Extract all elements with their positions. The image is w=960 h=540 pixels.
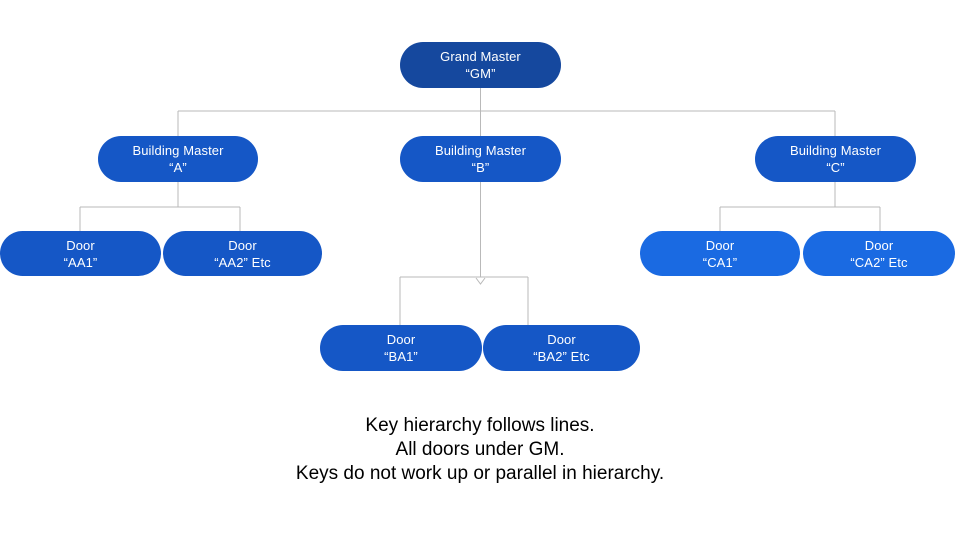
- node-label: Door: [386, 332, 416, 347]
- node-label: Door: [547, 332, 576, 347]
- caption-text: Key hierarchy follows lines. All doors u…: [0, 414, 960, 486]
- node-sublabel: “C”: [826, 160, 845, 175]
- caption-line-3: Keys do not work up or parallel in hiera…: [295, 463, 665, 484]
- node-label: Door: [66, 237, 95, 253]
- node-sublabel: “AA1”: [63, 254, 98, 270]
- node-label: Door: [705, 237, 735, 253]
- node-door-aa2: Door “AA2” Etc: [163, 231, 322, 276]
- node-sublabel: “B”: [471, 160, 490, 175]
- node-label: Door: [228, 237, 257, 253]
- node-sublabel: “BA1”: [384, 349, 418, 364]
- node-building-master-c: Building Master “C”: [755, 136, 916, 182]
- node-door-ca1: Door “CA1”: [640, 231, 800, 276]
- node-sublabel: “CA1”: [702, 254, 738, 270]
- node-label: Grand Master: [440, 49, 521, 64]
- node-label: Building Master: [132, 143, 224, 158]
- node-door-ba2: Door “BA2” Etc: [483, 325, 640, 371]
- node-sublabel: “A”: [169, 160, 187, 175]
- node-sublabel: “CA2” Etc: [850, 254, 908, 270]
- node-sublabel: “BA2” Etc: [533, 349, 590, 364]
- node-grand-master: Grand Master “GM”: [400, 42, 561, 88]
- node-door-ca2: Door “CA2” Etc: [803, 231, 955, 276]
- node-label: Door: [864, 237, 894, 253]
- node-label: Building Master: [434, 143, 527, 158]
- node-building-master-b: Building Master “B”: [400, 136, 561, 182]
- arrowhead-down-icon: [475, 277, 486, 285]
- node-label: Building Master: [789, 143, 882, 158]
- node-building-master-a: Building Master “A”: [98, 136, 258, 182]
- node-sublabel: “GM”: [465, 66, 496, 81]
- node-door-aa1: Door “AA1”: [0, 231, 161, 276]
- caption-line-1: Key hierarchy follows lines.: [365, 415, 595, 436]
- caption-line-2: All doors under GM.: [395, 439, 565, 460]
- node-door-ba1: Door “BA1”: [320, 325, 482, 371]
- node-sublabel: “AA2” Etc: [214, 254, 271, 270]
